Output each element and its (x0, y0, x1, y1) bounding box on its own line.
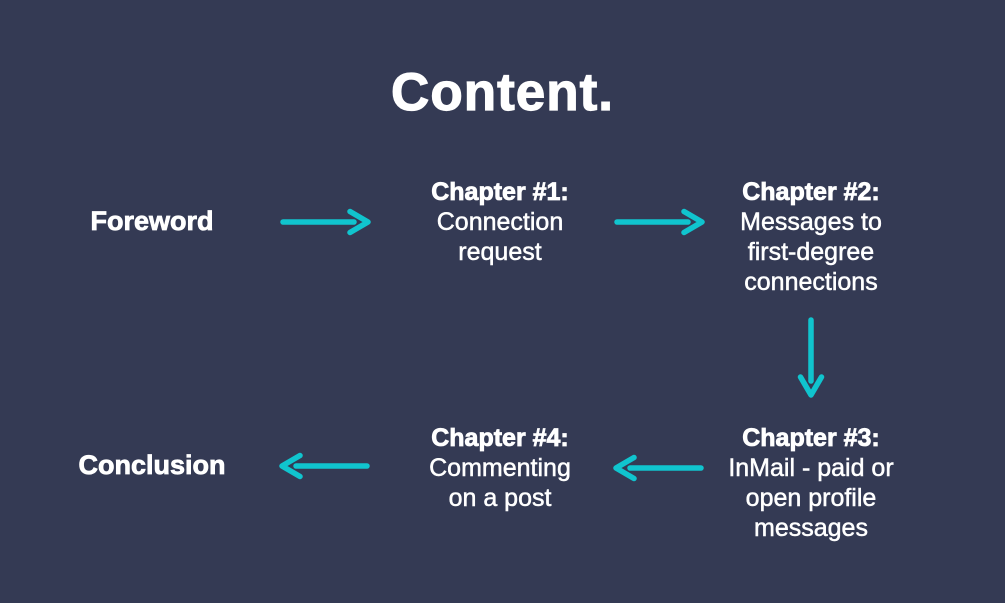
flow-node-foreword: Foreword (32, 206, 272, 237)
flow-node-chapter-4: Chapter #4: Commenting on a post (380, 423, 620, 513)
arrow-down-icon (797, 315, 825, 399)
chapter-2-line: connections (744, 268, 878, 297)
chapter-3-line: InMail - paid or (728, 454, 894, 483)
chapter-2-line: Messages to (740, 208, 882, 237)
chapter-3-line: messages (754, 514, 868, 543)
flow-node-chapter-3: Chapter #3: InMail - paid or open profil… (691, 423, 931, 543)
chapter-1-heading: Chapter #1: (431, 178, 569, 207)
chapter-1-line: request (458, 238, 542, 267)
chapter-2-heading: Chapter #2: (742, 178, 880, 207)
foreword-label: Foreword (90, 206, 214, 237)
chapter-4-heading: Chapter #4: (431, 424, 569, 453)
chapter-1-line: Connection (436, 208, 564, 237)
arrow-left-icon (612, 454, 706, 482)
chapter-4-line: Commenting (429, 454, 571, 483)
arrow-right-icon (612, 208, 706, 236)
arrow-right-icon (278, 208, 372, 236)
flow-node-conclusion: Conclusion (32, 450, 272, 481)
conclusion-label: Conclusion (78, 450, 226, 481)
flow-node-chapter-1: Chapter #1: Connection request (380, 177, 620, 267)
chapter-2-line: first-degree (747, 238, 875, 267)
chapter-4-line: on a post (448, 484, 552, 513)
chapter-3-line: open profile (745, 484, 877, 513)
chapter-3-heading: Chapter #3: (742, 424, 880, 453)
slide-title: Content. (390, 62, 614, 122)
arrow-left-icon (278, 452, 372, 480)
flow-node-chapter-2: Chapter #2: Messages to first-degree con… (691, 177, 931, 297)
